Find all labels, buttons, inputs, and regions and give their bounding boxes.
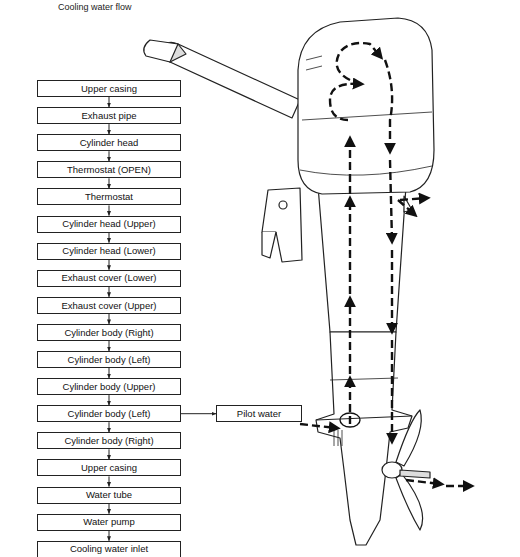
- box-label: Cooling water inlet: [70, 544, 148, 554]
- flow-arrow: [109, 531, 110, 541]
- figure-title: Cooling water flow: [58, 2, 132, 12]
- flow-arrow: [109, 287, 110, 297]
- box-label: Pilot water: [237, 409, 281, 419]
- box-label: Exhaust cover (Lower): [61, 273, 156, 283]
- flow-arrow: [109, 395, 110, 405]
- box-label: Cylinder body (Right): [64, 436, 153, 446]
- process-box: Upper casing: [37, 80, 181, 97]
- process-box: Thermostat: [37, 188, 181, 205]
- box-label: Water pump: [83, 517, 134, 527]
- box-label: Thermostat (OPEN): [67, 165, 151, 175]
- box-label: Cylinder head: [80, 138, 139, 148]
- flow-arrow: [109, 97, 110, 107]
- process-box: Cylinder body (Right): [37, 324, 181, 341]
- box-label: Cylinder body (Left): [68, 409, 151, 419]
- process-box: Exhaust cover (Lower): [37, 270, 181, 287]
- flow-arrow: [109, 124, 110, 134]
- process-box: Water tube: [37, 487, 181, 504]
- flow-arrow: [109, 314, 110, 324]
- process-box: Cylinder body (Upper): [37, 378, 181, 395]
- box-label: Water tube: [86, 490, 132, 500]
- process-box: Exhaust pipe: [37, 107, 181, 124]
- box-label: Cylinder head (Upper): [62, 219, 155, 229]
- process-box: Cooling water inlet: [37, 541, 181, 557]
- process-box: Thermostat (OPEN): [37, 161, 181, 178]
- process-box: Pilot water: [216, 405, 302, 422]
- process-box: Cylinder head: [37, 134, 181, 151]
- box-label: Upper casing: [81, 463, 137, 473]
- box-label: Cylinder body (Left): [68, 355, 151, 365]
- process-box: Cylinder body (Right): [37, 432, 181, 449]
- flow-arrow: [109, 341, 110, 351]
- flow-arrow: [109, 368, 110, 378]
- flow-arrow: [109, 178, 110, 188]
- process-box: Cylinder body (Left): [37, 351, 181, 368]
- process-box: Upper casing: [37, 459, 181, 476]
- box-label: Upper casing: [81, 84, 137, 94]
- process-box: Water pump: [37, 514, 181, 531]
- flow-arrow: [109, 151, 110, 161]
- process-box: Cylinder body (Left): [37, 405, 181, 422]
- flow-arrow: [109, 422, 110, 432]
- flow-arrow: [109, 260, 110, 270]
- box-label: Cylinder head (Lower): [62, 246, 155, 256]
- process-box: Exhaust cover (Upper): [37, 297, 181, 314]
- box-label: Cylinder body (Upper): [63, 382, 156, 392]
- flow-arrow: [181, 413, 216, 414]
- process-box: Cylinder head (Upper): [37, 216, 181, 233]
- box-label: Exhaust cover (Upper): [61, 301, 156, 311]
- flow-arrow: [109, 449, 110, 459]
- flow-arrow: [109, 205, 110, 215]
- process-box: Cylinder head (Lower): [37, 243, 181, 260]
- box-label: Thermostat: [85, 192, 133, 202]
- box-label: Exhaust pipe: [82, 111, 137, 121]
- box-label: Cylinder body (Right): [64, 328, 153, 338]
- flow-arrow: [109, 476, 110, 486]
- flow-arrow: [109, 504, 110, 514]
- flow-arrow: [109, 233, 110, 243]
